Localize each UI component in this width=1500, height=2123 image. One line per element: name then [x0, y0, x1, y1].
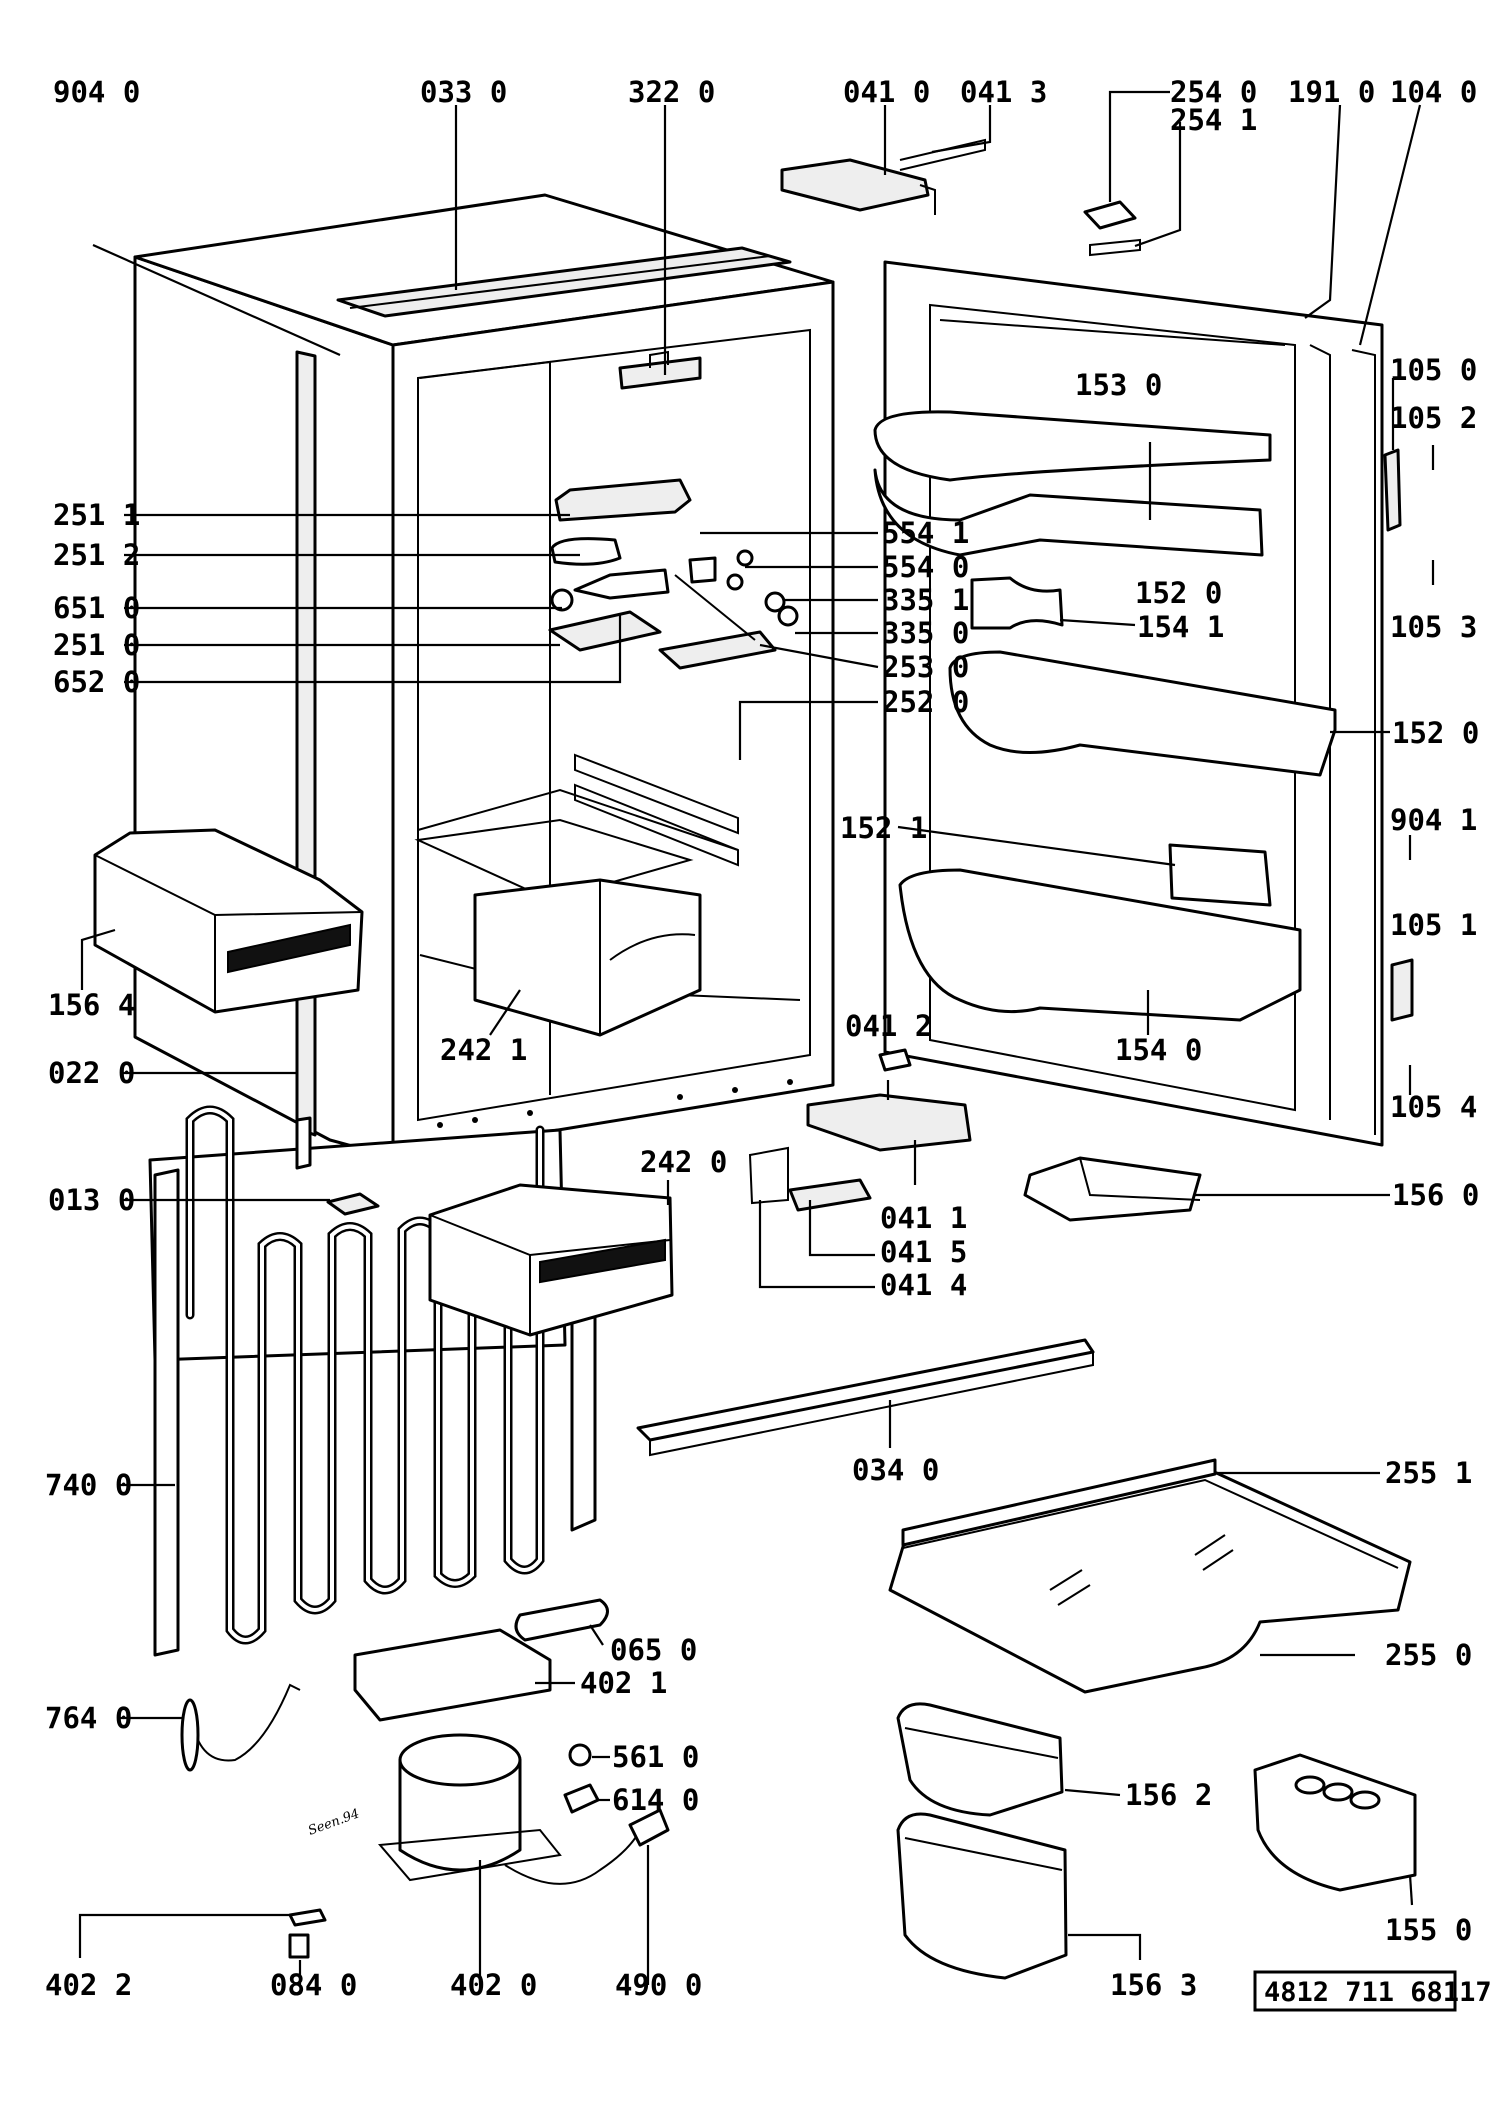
freezer-compartment	[93, 828, 364, 1014]
compressor-signature: Seen.94	[306, 1806, 361, 1838]
label-652-0: 652 0	[53, 665, 140, 699]
label-104-0: 104 0	[1390, 75, 1477, 109]
label-105-4: 105 4	[1390, 1090, 1477, 1124]
label-156-0: 156 0	[1392, 1178, 1479, 1212]
label-614-0: 614 0	[612, 1783, 699, 1817]
label-105-0: 105 0	[1390, 353, 1477, 387]
label-242-0: 242 0	[640, 1145, 727, 1179]
label-254-0: 254 0	[1170, 75, 1257, 109]
label-033-0: 033 0	[420, 75, 507, 109]
label-105-1: 105 1	[1390, 908, 1477, 942]
thermostat-assembly	[548, 478, 799, 670]
label-252-0: 252 0	[882, 685, 969, 719]
label-554-0: 554 0	[882, 550, 969, 584]
label-152-0-mid: 152 0	[1392, 716, 1479, 750]
label-402-1: 402 1	[580, 1666, 667, 1700]
label-152-0-top: 152 0	[1135, 576, 1222, 610]
top-hinge	[780, 138, 1141, 257]
label-156-4: 156 4	[48, 988, 135, 1022]
label-904-0: 904 0	[53, 75, 140, 109]
label-041-5: 041 5	[880, 1235, 967, 1269]
label-153-0: 153 0	[1075, 368, 1162, 402]
label-152-1: 152 1	[840, 811, 927, 845]
label-254-1: 254 1	[1170, 103, 1257, 137]
label-041-2: 041 2	[845, 1009, 932, 1043]
bottom-hinge-parts	[748, 1048, 972, 1212]
label-156-3: 156 3	[1110, 1968, 1197, 2002]
part-number-labels: 904 0 033 0 322 0 041 0 041 3 254 0 254 …	[45, 75, 1479, 2002]
label-191-0: 191 0	[1288, 75, 1375, 109]
label-156-2: 156 2	[1125, 1778, 1212, 1812]
label-154-0: 154 0	[1115, 1033, 1202, 1067]
label-041-1: 041 1	[880, 1201, 967, 1235]
label-251-2: 251 2	[53, 538, 140, 572]
label-904-1: 904 1	[1390, 803, 1477, 837]
label-105-2: 105 2	[1390, 401, 1477, 435]
compressor: Seen.94	[180, 1598, 670, 1959]
leader-lines	[78, 90, 1435, 1985]
label-253-0: 253 0	[882, 650, 969, 684]
label-034-0: 034 0	[852, 1453, 939, 1487]
label-335-1: 335 1	[882, 583, 969, 617]
glass-shelf	[888, 1458, 1412, 1694]
label-013-0: 013 0	[48, 1183, 135, 1217]
label-554-1: 554 1	[882, 516, 969, 550]
label-402-0: 402 0	[450, 1968, 537, 2002]
label-335-0: 335 0	[882, 616, 969, 650]
label-651-0: 651 0	[53, 591, 140, 625]
label-041-3: 041 3	[960, 75, 1047, 109]
crisper-drawer-inner	[473, 878, 702, 1037]
label-402-2: 402 2	[45, 1968, 132, 2002]
label-041-4: 041 4	[880, 1268, 967, 1302]
label-105-3: 105 3	[1390, 610, 1477, 644]
reference-number-box: 4812 711 68117	[1253, 1970, 1492, 2012]
label-764-0: 764 0	[45, 1701, 132, 1735]
label-065-0: 065 0	[610, 1633, 697, 1667]
label-490-0: 490 0	[615, 1968, 702, 2002]
label-255-0: 255 0	[1385, 1638, 1472, 1672]
rail-034-0	[636, 1338, 1095, 1457]
label-740-0: 740 0	[45, 1468, 132, 1502]
door-bins	[896, 1702, 1417, 1980]
label-322-0: 322 0	[628, 75, 715, 109]
fridge-door	[873, 260, 1414, 1147]
label-251-0: 251 0	[53, 628, 140, 662]
label-251-1: 251 1	[53, 498, 140, 532]
small-tray-156-0	[1023, 1156, 1202, 1222]
label-041-0: 041 0	[843, 75, 930, 109]
label-022-0: 022 0	[48, 1056, 135, 1090]
label-255-1: 255 1	[1385, 1456, 1472, 1490]
label-242-1: 242 1	[440, 1033, 527, 1067]
reference-number: 4812 711 68117	[1264, 1977, 1492, 2008]
fridge-cabinet	[133, 193, 835, 1159]
label-084-0: 084 0	[270, 1968, 357, 2002]
crisper-drawer	[428, 1183, 674, 1337]
label-155-0: 155 0	[1385, 1913, 1472, 1947]
label-561-0: 561 0	[612, 1740, 699, 1774]
label-154-1: 154 1	[1137, 610, 1224, 644]
